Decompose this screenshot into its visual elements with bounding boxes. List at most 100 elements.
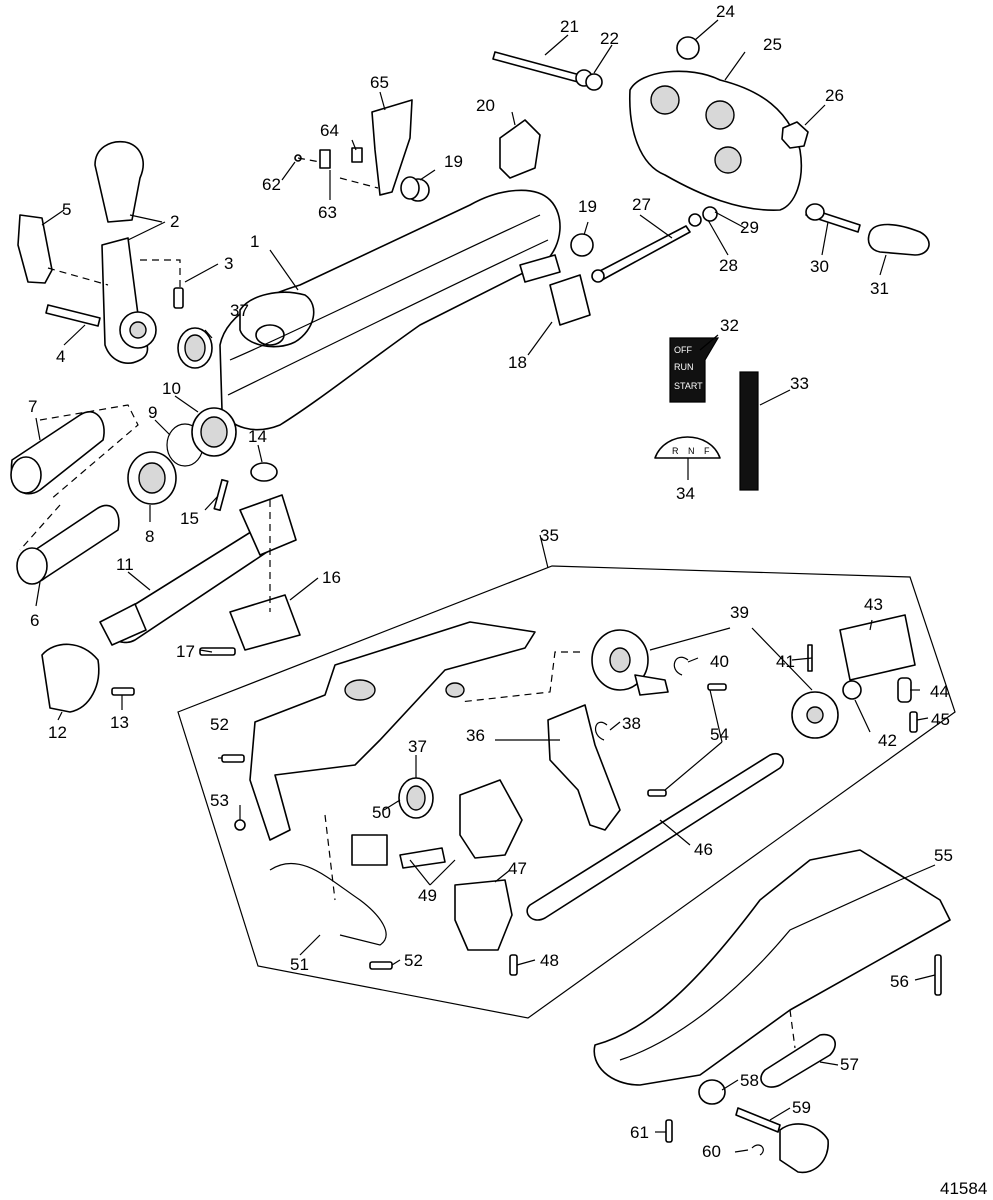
friction-knob-assembly bbox=[805, 203, 930, 256]
callout-45: 45 bbox=[931, 710, 950, 729]
decal-label-run: RUN bbox=[674, 362, 694, 372]
leader-lines bbox=[35, 19, 936, 1153]
callout-65: 65 bbox=[370, 73, 389, 92]
decal-label-start: START bbox=[674, 381, 703, 391]
callout-52-upper: 52 bbox=[210, 715, 229, 734]
callout-24: 24 bbox=[716, 2, 735, 21]
shift-lever-assembly bbox=[94, 140, 157, 364]
callout-10: 10 bbox=[162, 379, 181, 398]
callout-62: 62 bbox=[262, 175, 281, 194]
callout-55: 55 bbox=[934, 846, 953, 865]
callout-29: 29 bbox=[740, 218, 759, 237]
callout-26: 26 bbox=[825, 86, 844, 105]
indicator-r: R bbox=[672, 446, 679, 456]
figure-number: 41584 bbox=[940, 1179, 987, 1198]
callout-13: 13 bbox=[110, 713, 129, 732]
detent-block-spring bbox=[399, 847, 518, 976]
callout-19-right: 19 bbox=[578, 197, 597, 216]
callout-33: 33 bbox=[790, 374, 809, 393]
cable-clip-part bbox=[17, 214, 53, 284]
callout-2: 2 bbox=[170, 212, 179, 231]
callout-6: 6 bbox=[30, 611, 39, 630]
decal-label-off: OFF bbox=[674, 345, 692, 355]
callout-20: 20 bbox=[476, 96, 495, 115]
callout-60: 60 bbox=[702, 1142, 721, 1161]
callout-36: 36 bbox=[466, 726, 485, 745]
callout-46: 46 bbox=[694, 840, 713, 859]
callout-49: 49 bbox=[418, 886, 437, 905]
callout-17: 17 bbox=[176, 642, 195, 661]
callout-25: 25 bbox=[763, 35, 782, 54]
shift-indicator-decal: R N F bbox=[654, 436, 721, 459]
pin-and-bushing bbox=[213, 462, 278, 512]
indicator-f: F bbox=[704, 446, 710, 456]
rubber-pad bbox=[499, 119, 541, 179]
harness-clip bbox=[351, 834, 388, 866]
callout-15: 15 bbox=[180, 509, 199, 528]
callout-9: 9 bbox=[148, 403, 157, 422]
throttle-friction-parts bbox=[665, 1079, 829, 1174]
retaining-ring-38 bbox=[595, 721, 608, 741]
callout-34: 34 bbox=[676, 484, 695, 503]
throttle-grip-sleeves bbox=[10, 411, 120, 585]
callout-56: 56 bbox=[890, 972, 909, 991]
shift-cam-lever bbox=[547, 704, 621, 831]
callout-1: 1 bbox=[250, 232, 259, 251]
callout-61: 61 bbox=[630, 1123, 649, 1142]
callout-12: 12 bbox=[48, 723, 67, 742]
bushing-seal-upper bbox=[177, 327, 213, 369]
assembly-guide-lines bbox=[19, 157, 796, 1049]
mounting-plate bbox=[229, 594, 301, 651]
callout-57: 57 bbox=[840, 1055, 859, 1074]
callout-39: 39 bbox=[730, 603, 749, 622]
callout-42: 42 bbox=[878, 731, 897, 750]
callout-63: 63 bbox=[318, 203, 337, 222]
callout-54: 54 bbox=[710, 725, 729, 744]
callout-51: 51 bbox=[290, 955, 309, 974]
callout-38: 38 bbox=[622, 714, 641, 733]
bevel-gears bbox=[591, 629, 839, 739]
callout-22: 22 bbox=[600, 29, 619, 48]
cover-screw bbox=[934, 954, 942, 996]
callout-8: 8 bbox=[145, 527, 154, 546]
kill-switch-harness bbox=[269, 862, 387, 946]
shift-detent-clip bbox=[549, 274, 591, 326]
callout-41: 41 bbox=[776, 652, 795, 671]
callout-27: 27 bbox=[632, 195, 651, 214]
callout-28: 28 bbox=[719, 256, 738, 275]
throttle-shaft-assembly bbox=[99, 494, 297, 646]
callout-30: 30 bbox=[810, 257, 829, 276]
end-cap-and-screws bbox=[41, 643, 236, 713]
callout-3: 3 bbox=[224, 254, 233, 273]
vertical-decal-strip bbox=[739, 371, 759, 491]
lock-nut bbox=[781, 121, 809, 149]
lower-frame bbox=[249, 621, 536, 841]
bushing-and-cam-gear bbox=[398, 777, 523, 859]
swivel-bracket bbox=[629, 70, 803, 211]
washer-right bbox=[570, 233, 594, 257]
callout-14: 14 bbox=[248, 427, 267, 446]
callout-18: 18 bbox=[508, 353, 527, 372]
callout-32: 32 bbox=[720, 316, 739, 335]
callout-21: 21 bbox=[560, 17, 579, 36]
washer-left bbox=[400, 176, 420, 200]
callout-4: 4 bbox=[56, 347, 65, 366]
shift-shaft bbox=[526, 752, 785, 921]
callout-7: 7 bbox=[28, 397, 37, 416]
callout-19-left: 19 bbox=[444, 152, 463, 171]
retaining-ring-40 bbox=[673, 656, 689, 676]
callout-35: 35 bbox=[540, 526, 559, 545]
callout-44: 44 bbox=[930, 682, 949, 701]
tiller-handle-housing bbox=[219, 189, 561, 431]
callout-48: 48 bbox=[540, 951, 559, 970]
bearing-rings bbox=[127, 407, 237, 505]
callout-58: 58 bbox=[740, 1071, 759, 1090]
callout-52-lower: 52 bbox=[404, 951, 423, 970]
callout-37-upper: 37 bbox=[230, 301, 249, 320]
ignition-decal: OFF RUN START bbox=[669, 337, 720, 403]
tension-rod-washers bbox=[591, 206, 718, 283]
callout-31: 31 bbox=[870, 279, 889, 298]
cover-gasket bbox=[760, 1033, 836, 1088]
callout-50: 50 bbox=[372, 803, 391, 822]
